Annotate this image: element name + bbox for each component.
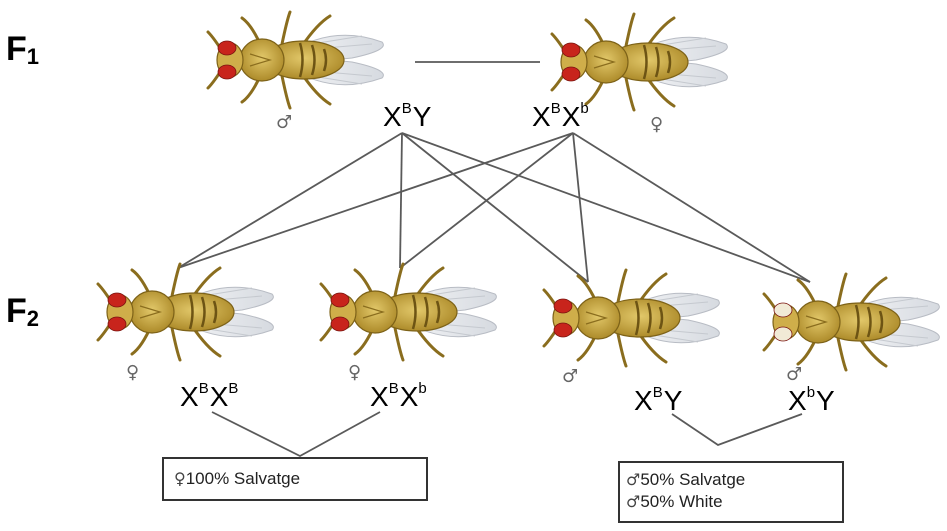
- f2-fly-1: [98, 264, 273, 360]
- male-result-line-1: 50% Salvatge: [640, 470, 745, 489]
- f1-letter: F: [6, 30, 27, 68]
- f2-letter: F: [6, 292, 27, 330]
- male-symbol-2: ♂: [626, 492, 640, 511]
- line-m-to-o2: [400, 133, 402, 268]
- line-m-to-o4: [402, 133, 810, 282]
- f2-fly-4: [764, 274, 939, 370]
- female-result-text: 100% Salvatge: [186, 469, 300, 488]
- male-group-bracket: [672, 414, 802, 445]
- f2-fly-2: [321, 264, 496, 360]
- female-symbol: ♀: [174, 469, 186, 488]
- female-group-bracket: [212, 412, 380, 456]
- f2-fly-3: [544, 270, 719, 366]
- cross-lines: [178, 62, 810, 456]
- f2-genotype-4: XbY: [788, 384, 836, 417]
- female-result-box: ♀100% Salvatge: [162, 457, 428, 501]
- f2-genotype-2: XBXb: [370, 380, 428, 413]
- f1-male-genotype: XBY: [383, 100, 432, 133]
- f2-sex-symbol-3: ♂: [562, 366, 578, 387]
- f1-number: 1: [27, 44, 39, 69]
- f2-sex-symbol-4: ♂: [786, 364, 802, 385]
- f2-genotype-1: XBXB: [180, 380, 239, 413]
- generation-label-f2: F2: [6, 292, 39, 332]
- male-symbol-1: ♂: [626, 470, 640, 489]
- f2-number: 2: [27, 306, 39, 331]
- line-f-to-o1: [178, 133, 573, 268]
- line-f-to-o3: [573, 133, 588, 282]
- male-result-box: ♂50% Salvatge ♂50% White: [618, 461, 844, 523]
- f1-female-fly: [552, 14, 727, 110]
- f1-male-fly: [208, 12, 383, 108]
- f2-genotype-3: XBY: [634, 384, 683, 417]
- line-m-to-o1: [178, 133, 402, 268]
- f2-sex-symbol-2: ♀: [348, 362, 361, 383]
- line-m-to-o3: [402, 133, 588, 282]
- f1-female-genotype: XBXb: [532, 100, 590, 133]
- f1-male-sex-symbol: ♂: [276, 112, 292, 133]
- f2-sex-symbol-1: ♀: [126, 362, 139, 383]
- generation-label-f1: F1: [6, 30, 39, 70]
- f1-female-sex-symbol: ♀: [650, 114, 663, 135]
- male-result-line-2: 50% White: [640, 492, 722, 511]
